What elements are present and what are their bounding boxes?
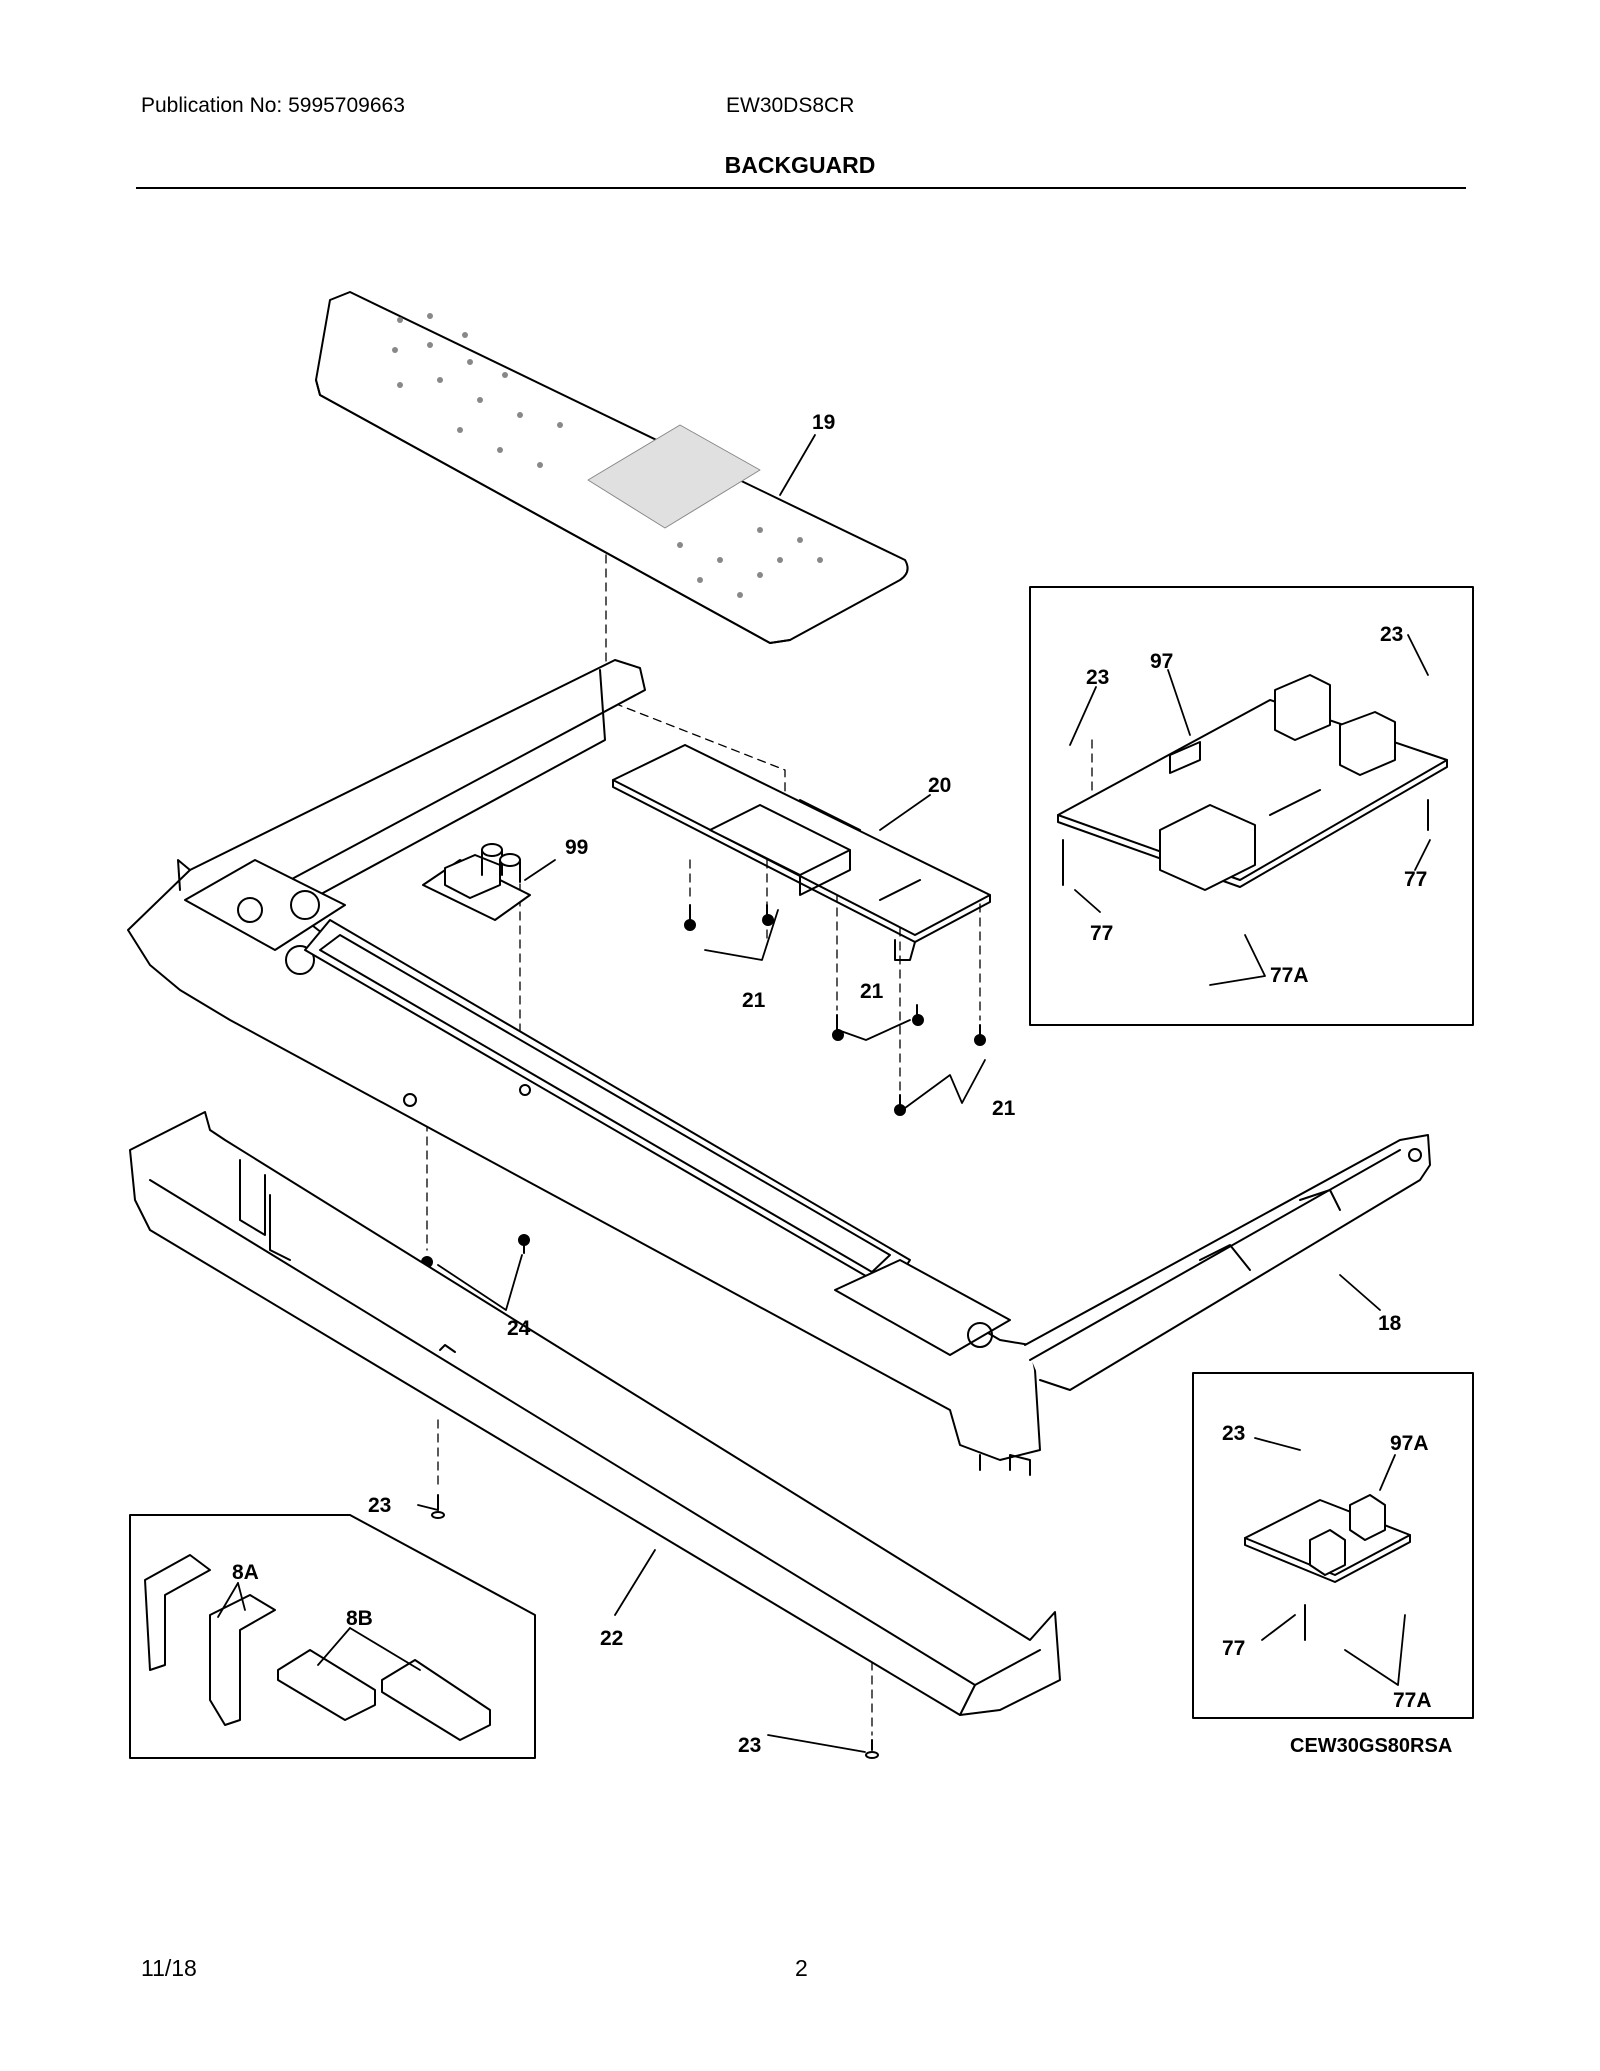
inset-bottom-leaders [1254, 1437, 1406, 1686]
variant-model-label: CEW30GS80RSA [1290, 1735, 1452, 1757]
model-number: EW30DS8CR [726, 94, 855, 117]
inset-top-callout-77a: 77A [1270, 964, 1309, 987]
inset-top-callout-97: 97 [1150, 650, 1173, 673]
backguard-frame [127, 659, 1431, 1476]
inset-bottom-callout-97a: 97A [1390, 1432, 1429, 1455]
footer-date: 11/18 [141, 1955, 197, 1981]
inset-top-callout-77-a: 77 [1090, 922, 1113, 945]
callout-23-a: 23 [368, 1494, 391, 1517]
callout-21-b: 21 [860, 980, 884, 1003]
inset-top-callout-23-a: 23 [1086, 666, 1109, 689]
header-rule [136, 187, 1466, 189]
callout-22: 22 [600, 1627, 623, 1650]
callout-20: 20 [928, 774, 951, 797]
bracket-leaders [217, 1582, 421, 1671]
power-supply-board [422, 843, 531, 921]
standoff-fasteners [684, 904, 986, 1116]
frame-fasteners [421, 1234, 530, 1276]
callout-21-a: 21 [742, 989, 766, 1012]
section-title: BACKGUARD [724, 152, 876, 178]
publication-number: Publication No: 5995709663 [141, 94, 405, 117]
callout-8a: 8A [232, 1561, 259, 1584]
inset-top-callout-23-b: 23 [1380, 623, 1403, 646]
callout-99: 99 [565, 836, 588, 859]
inset-bottom-callout-77: 77 [1222, 1637, 1245, 1660]
control-panel-glass [315, 291, 909, 644]
inset-bottom-callout-23: 23 [1222, 1422, 1245, 1445]
bracket-8a [144, 1554, 276, 1726]
inset-top-callout-77-b: 77 [1404, 868, 1427, 891]
mounting-screws [431, 1494, 879, 1759]
bracket-8b [277, 1649, 491, 1741]
inset-bottom-callout-77a: 77A [1393, 1689, 1432, 1712]
leader-lines [417, 434, 1381, 1753]
callout-23-b: 23 [738, 1734, 761, 1757]
callout-18: 18 [1378, 1312, 1402, 1335]
page-number: 2 [795, 1955, 808, 1981]
callout-19: 19 [812, 411, 835, 434]
inset-top-board [1057, 674, 1448, 891]
inset-top-leaders [1069, 634, 1431, 986]
main-control-board [612, 744, 991, 961]
callout-21-c: 21 [992, 1097, 1016, 1120]
inset-bracket-kit [129, 1514, 536, 1759]
callout-24: 24 [507, 1317, 531, 1340]
callout-8b: 8B [346, 1607, 373, 1630]
inset-bottom-board [1244, 1494, 1411, 1641]
lower-trim [129, 1111, 1061, 1716]
inset-board-variant [1029, 586, 1474, 1026]
inset-board-variant-cew30gs80rsa [1192, 1372, 1474, 1719]
